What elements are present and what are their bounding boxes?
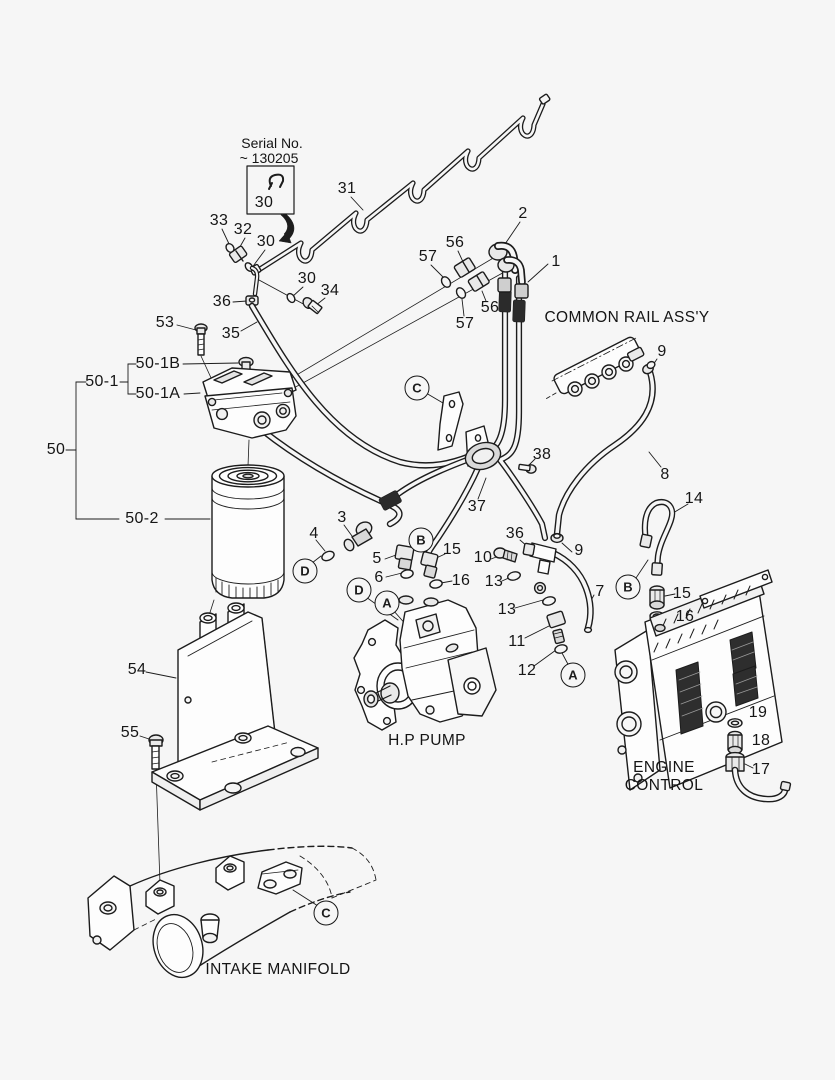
- part-callout-38: 38: [532, 446, 552, 463]
- part-callout-12: 12: [517, 662, 537, 679]
- part-callout-33: 33: [209, 212, 229, 229]
- part-callout-53: 53: [155, 314, 175, 331]
- ref-circle-d: D: [346, 577, 372, 603]
- bolt-53: [194, 323, 208, 356]
- screw-34: [302, 296, 323, 315]
- bolt-55: [148, 734, 164, 770]
- part-callout-36: 36: [505, 525, 525, 542]
- overflow-tee-parts: [493, 532, 594, 654]
- part-callout-30: 30: [297, 270, 317, 287]
- fuel-hoses: [248, 264, 656, 561]
- screw-38: [518, 463, 537, 474]
- part-callout-15: 15: [672, 585, 692, 602]
- serial-no-line2: ~ 130205: [239, 150, 299, 166]
- union-fittings-56-57: [440, 241, 529, 299]
- part-callout-4: 4: [309, 525, 319, 542]
- ref-circle-c: C: [404, 375, 430, 401]
- part-callout-31: 31: [337, 180, 357, 197]
- caption-common-rail-assy: COMMON RAIL ASS'Y: [544, 309, 710, 326]
- fuel-filter-50-2: [211, 464, 285, 599]
- part-callout-57: 57: [418, 248, 438, 265]
- part-callout-13: 13: [497, 601, 517, 618]
- part-callout-9: 9: [657, 343, 667, 360]
- caption-intake-manifold: INTAKE MANIFOLD: [205, 961, 351, 978]
- intake-manifold: [87, 845, 377, 979]
- ref-circle-c: C: [313, 900, 339, 926]
- part-callout-1: 1: [551, 253, 561, 270]
- part-callout-7: 7: [595, 583, 605, 600]
- part-callout-36: 36: [212, 293, 232, 310]
- ref-circle-d: D: [292, 558, 318, 584]
- part-callout-10: 10: [473, 549, 493, 566]
- part-callout-32: 32: [233, 221, 253, 238]
- part-callout-37: 37: [467, 498, 487, 515]
- banjo-fitting-cluster: [225, 243, 323, 315]
- part-callout-50-1A: 50-1A: [135, 385, 181, 402]
- part-callout-17: 17: [751, 761, 771, 778]
- filter-head-50-1: [194, 323, 297, 439]
- part-callout-14: 14: [684, 490, 704, 507]
- part-callout-15: 15: [442, 541, 462, 558]
- filter-bracket-54: [148, 602, 319, 811]
- part-callout-54: 54: [127, 661, 147, 678]
- caption-engine-control: ENGINE CONTROL: [624, 759, 704, 794]
- part-callout-19: 19: [748, 704, 768, 721]
- part-callout-5: 5: [372, 550, 382, 567]
- part-callout-3: 3: [337, 509, 347, 526]
- part-callout-2: 2: [518, 205, 528, 222]
- serial-number-box: [246, 165, 295, 244]
- ecu-connectors: [675, 631, 759, 735]
- part-callout-11: 11: [508, 633, 526, 650]
- part-callout-55: 55: [120, 724, 140, 741]
- part-callout-9: 9: [574, 542, 584, 559]
- ref-circle-b: B: [615, 574, 641, 600]
- clamp-bracket-37-38: [437, 391, 537, 474]
- part-callout-50: 50: [46, 441, 66, 458]
- caption-hp-pump: H.P PUMP: [388, 732, 466, 749]
- part-callout-50-1: 50-1: [85, 373, 119, 390]
- leader-lines: [65, 186, 754, 907]
- injection-pipe-31: [249, 93, 551, 276]
- part-callout-50-1B: 50-1B: [135, 355, 181, 372]
- elbow-fittings-1-2: [488, 241, 529, 299]
- ref-circle-b: B: [408, 527, 434, 553]
- part-callout-34: 34: [320, 282, 340, 299]
- part-callout-13: 13: [484, 573, 504, 590]
- part-callout-50-2: 50-2: [125, 510, 159, 527]
- part-callout-18: 18: [751, 732, 771, 749]
- part-callout-6: 6: [374, 569, 384, 586]
- part-callout-56: 56: [445, 234, 465, 251]
- part-callout-8: 8: [660, 466, 670, 483]
- part-callout-30: 30: [256, 233, 276, 250]
- serial-no-line1: Serial No.: [241, 135, 303, 151]
- part-callout-35: 35: [221, 325, 241, 342]
- part-callout-16: 16: [675, 608, 695, 625]
- common-rail: [543, 336, 656, 401]
- part-callout-30: 30: [254, 194, 274, 211]
- braid-crimp: [378, 289, 526, 511]
- part-callout-16: 16: [451, 572, 471, 589]
- engine-control-unit: [614, 569, 783, 791]
- ref-circle-a: A: [374, 590, 400, 616]
- part-callout-56: 56: [480, 299, 500, 316]
- part-callout-57: 57: [455, 315, 475, 332]
- ref-circle-a: A: [560, 662, 586, 688]
- ecu-fittings-17-18-19: [725, 718, 792, 803]
- pump-fittings: [321, 521, 443, 589]
- hp-pump: [353, 595, 497, 731]
